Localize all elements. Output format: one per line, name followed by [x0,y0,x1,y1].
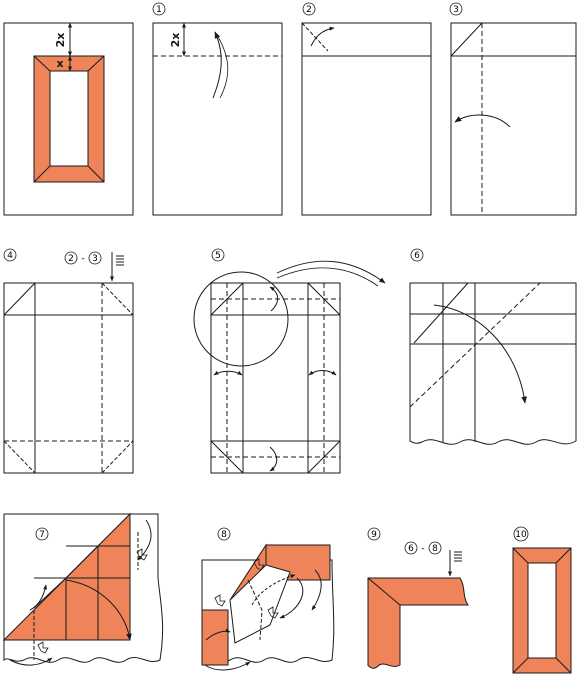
svg-text:5: 5 [215,251,221,261]
step-2-number: 2 [302,2,316,16]
step-5-paper [210,282,341,474]
step-4-panel [3,252,134,474]
step-8-number: 8 [217,527,231,541]
step-7-number: 7 [35,527,49,541]
svg-text:-: - [421,544,424,554]
step-1-number: 1 [152,2,166,16]
step-1-paper [152,22,283,216]
push-icon [214,594,226,607]
fold-arrow [310,26,335,47]
svg-text:6: 6 [414,251,420,261]
fold-arrow [212,31,222,99]
step-7-panel [2,512,164,666]
step-4-number: 4 [3,248,17,262]
fold-arrow [433,304,527,404]
intro-paper [3,22,134,216]
step-10-panel [512,547,572,674]
measure-x-label: x [56,57,63,70]
step-9-repeat-range: 6 - 8 [404,541,442,555]
svg-text:2: 2 [306,5,312,15]
step-9-panel [367,550,469,669]
step-1-2x-label: 2x [169,33,182,48]
svg-text:8: 8 [221,530,227,540]
step-3-paper [450,22,577,216]
step-9-number: 9 [367,527,381,541]
svg-text:7: 7 [39,530,45,540]
svg-text:9: 9 [371,530,377,540]
step-4-paper [3,282,134,474]
step-1-panel [152,22,283,216]
push-icon [267,606,279,619]
step-5-panel [193,260,386,474]
svg-text:10: 10 [515,530,527,540]
fold-arrow [65,579,132,641]
step-number-badges: 1 2 3 4 2 - 3 5 6 7 [3,2,529,555]
svg-text:4: 4 [7,251,13,261]
push-icon [253,558,265,571]
step-8-panel [201,543,335,671]
enlarge-arrow [276,260,386,284]
valley-fold-line [301,22,329,52]
step-5-number: 5 [211,248,225,262]
step-6-number: 6 [410,248,424,262]
measure-2x-label: 2x [54,33,67,48]
step-3-number: 3 [449,2,463,16]
step-6-paper [409,282,577,445]
svg-text:3: 3 [453,5,459,15]
step-3-panel [450,22,577,216]
svg-text:8: 8 [432,544,438,554]
fold-arrow [454,114,511,128]
colored-flap [201,609,229,666]
push-icon [136,548,148,561]
svg-text:2: 2 [68,254,74,264]
detail-circle [193,271,289,367]
finished-frame [512,547,572,674]
intro-panel [3,22,134,216]
svg-text:1: 1 [156,5,162,15]
svg-text:3: 3 [92,254,98,264]
valley-fold-line [409,282,541,408]
push-icon [37,641,49,654]
svg-text:6: 6 [408,544,414,554]
step-6-panel [409,282,577,445]
svg-text:-: - [81,254,84,264]
step-10-number: 10 [513,526,529,542]
step-2-panel [301,22,432,216]
mitred-corner [367,577,401,606]
step-2-paper [301,22,432,216]
frame-corner [367,577,469,669]
step-4-repeat-range: 2 - 3 [64,251,102,265]
